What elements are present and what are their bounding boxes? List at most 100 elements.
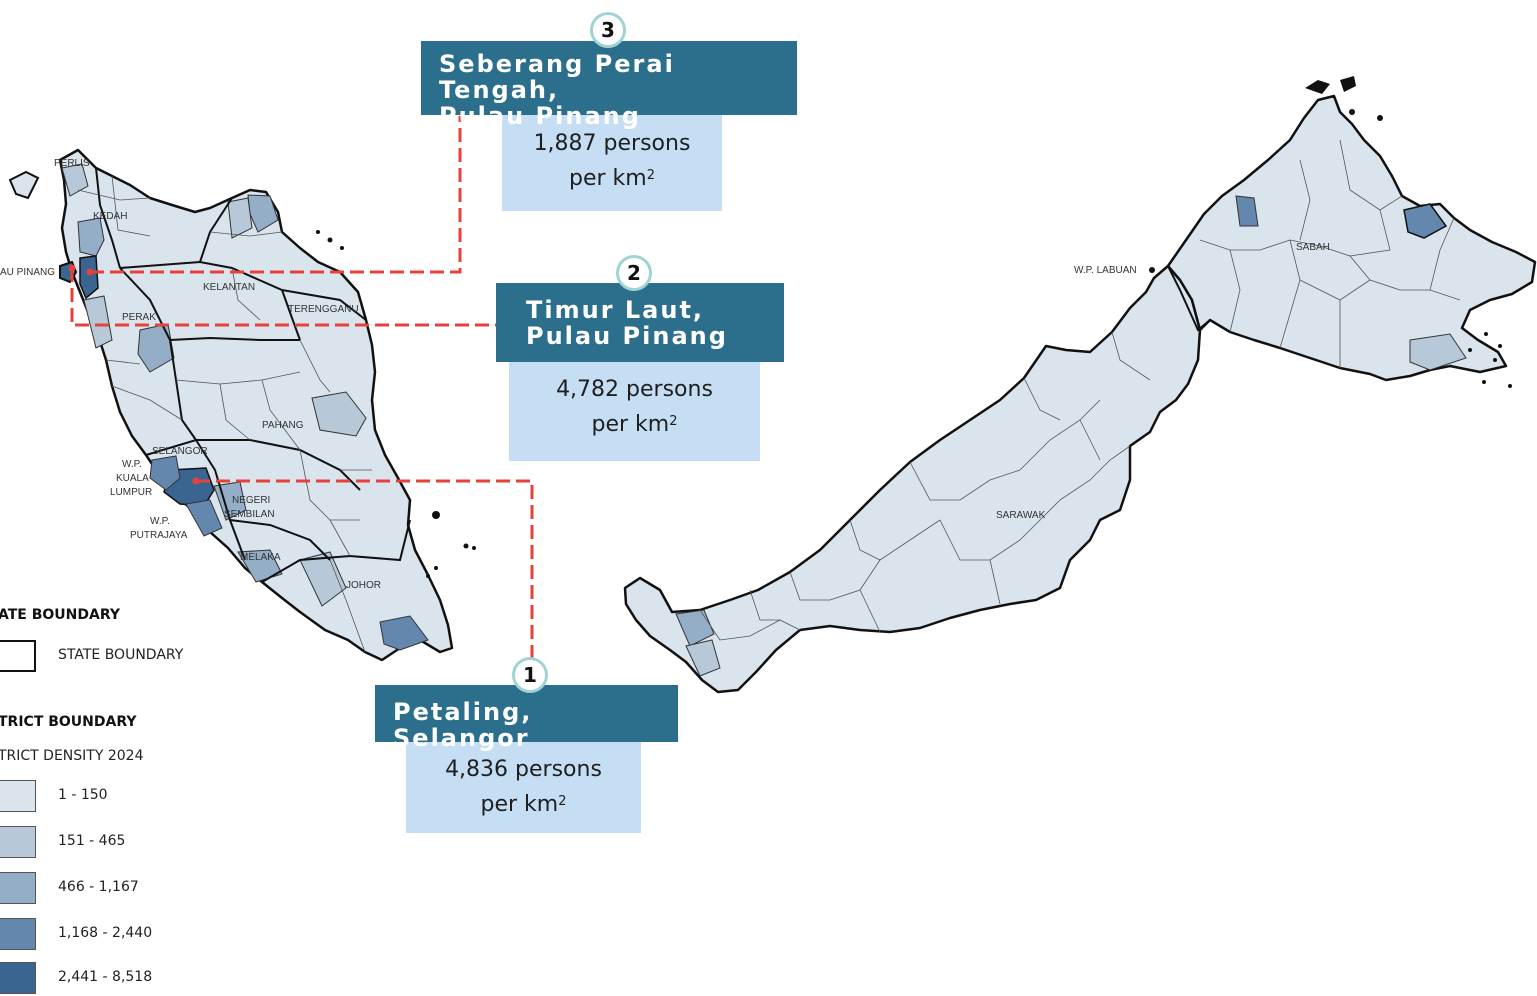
label-perak: PERAK	[122, 312, 156, 323]
label-kl-line2: KUALA	[116, 473, 149, 484]
legend-state-swatch	[0, 640, 36, 672]
label-kl-line3: LUMPUR	[110, 487, 152, 498]
state-boundaries-peninsular	[95, 167, 411, 583]
district-perak-coast	[83, 295, 113, 349]
label-terengganu: TERENGGANU	[288, 304, 359, 315]
label-sarawak: SARAWAK	[996, 510, 1046, 521]
east-coast-islands	[316, 230, 476, 578]
district-melaka	[237, 549, 283, 583]
legend-class-2-swatch	[0, 826, 36, 858]
legend-class-3: 466 - 1,167	[0, 872, 250, 906]
callout-2-title: Timur Laut, Pulau Pinang	[496, 283, 784, 362]
sarawak-landmass	[623, 264, 1202, 694]
callout-3-unit: per km	[569, 166, 647, 191]
legend-class-5: 2,441 - 8,518	[0, 962, 250, 996]
district-perlis	[61, 163, 89, 197]
state-boundary-sabah-sarawak	[1167, 265, 1211, 332]
district-kedah-dark	[77, 217, 105, 257]
district-sandakan	[1403, 203, 1448, 239]
callout-1-unit-sup: 2	[558, 794, 567, 809]
district-johor-bahru	[379, 615, 429, 651]
label-pahang: PAHANG	[262, 420, 304, 431]
legend-class-3-swatch	[0, 872, 36, 904]
anchor-dot-1	[192, 477, 200, 485]
legend-class-4-label: 1,168 - 2,440	[58, 925, 153, 941]
anchor-dot-3	[86, 268, 94, 276]
district-kelantan-2	[227, 197, 253, 239]
legend-class-2: 151 - 465	[0, 826, 250, 860]
callout-2-value: 4,782 persons	[556, 377, 713, 402]
langkawi-island	[8, 170, 40, 200]
callout-1-unit: per km	[480, 792, 559, 817]
district-kota-kinabalu	[1235, 195, 1259, 227]
label-putrajaya-line2: PUTRAJAYA	[130, 530, 188, 541]
label-sabah: SABAH	[1296, 242, 1330, 253]
label-perlis: PERLIS	[54, 158, 90, 169]
callout-2-unit: per km	[591, 412, 670, 437]
legend-state-label: STATE BOUNDARY	[58, 647, 184, 663]
callout-3-unit-line: per km2	[502, 160, 722, 195]
legend-state-item: STATE BOUNDARY	[0, 640, 250, 674]
anchor-dot-2	[68, 264, 76, 272]
leader-line-1	[196, 479, 534, 658]
legend-class-4-swatch	[0, 918, 36, 950]
legend-district-subheading: TRICT DENSITY 2024	[0, 748, 144, 764]
peninsular-landmass	[58, 148, 454, 662]
label-putrajaya-line1: W.P.	[150, 516, 170, 527]
legend-class-1-swatch	[0, 780, 36, 812]
callout-3-title: Seberang Perai Tengah, Pulau Pinang	[421, 41, 797, 129]
district-johor-2	[299, 551, 347, 607]
callout-1-value-box: 4,836 persons per km2	[406, 740, 641, 833]
legend-class-5-swatch	[0, 962, 36, 994]
district-tawau	[1409, 333, 1467, 371]
label-kedah: KEDAH	[93, 211, 127, 222]
legend-district-heading: TRICT BOUNDARY	[0, 714, 137, 730]
legend-class-1: 1 - 150	[0, 780, 250, 814]
legend-class-3-label: 466 - 1,167	[58, 879, 139, 895]
callout-2-value-box: 4,782 persons per km2	[509, 360, 760, 461]
callout-1-unit-line: per km2	[406, 786, 641, 821]
district-kuching-2	[685, 639, 721, 677]
legend-class-1-label: 1 - 150	[58, 787, 108, 803]
callout-2-rank-badge: 2	[616, 255, 652, 291]
label-negeri-line2: SEMBILAN	[224, 509, 275, 520]
label-negeri-line1: NEGERI	[232, 495, 270, 506]
callout-3-unit-sup: 2	[646, 168, 655, 183]
callout-3-value: 1,887 persons	[533, 131, 691, 156]
district-kuantan	[311, 391, 367, 437]
callout-3-value-box: 1,887 persons per km2	[502, 114, 722, 211]
peninsular-labels: PERLIS KEDAH AU PINANG KELANTAN TERENGGA…	[0, 158, 381, 591]
label-melaka: MELAKA	[240, 552, 281, 563]
callout-2-unit-sup: 2	[669, 414, 678, 429]
leader-line-3	[90, 116, 462, 274]
label-kelantan: KELANTAN	[203, 282, 255, 293]
legend-class-4: 1,168 - 2,440	[0, 918, 250, 952]
callout-1-rank-badge: 1	[512, 657, 548, 693]
legend-class-5-label: 2,441 - 8,518	[58, 969, 153, 985]
callout-1-title: Petaling, Selangor	[375, 685, 678, 751]
district-seberang-perai	[79, 255, 99, 300]
east-islands	[1149, 76, 1512, 388]
district-boundaries-peninsular	[77, 175, 372, 653]
peninsular-malaysia: PERLIS KEDAH AU PINANG KELANTAN TERENGGA…	[0, 148, 476, 662]
district-klang-valley	[149, 455, 181, 491]
district-boundaries-east	[699, 139, 1461, 641]
label-labuan: W.P. LABUAN	[1074, 265, 1137, 276]
callout-anchor-dots	[68, 264, 200, 485]
label-kl-line1: W.P.	[122, 459, 142, 470]
label-pulau-pinang: AU PINANG	[0, 267, 55, 278]
callout-leader-lines	[70, 116, 534, 658]
callout-3-rank-badge: 3	[590, 12, 626, 48]
east-labels: W.P. LABUAN SABAH SARAWAK	[996, 242, 1330, 521]
district-kuching	[675, 609, 715, 647]
label-selangor: SELANGOR	[152, 446, 208, 457]
legend-state-heading: ATE BOUNDARY	[0, 607, 121, 623]
legend-class-2-label: 151 - 465	[58, 833, 126, 849]
east-malaysia: W.P. LABUAN SABAH SARAWAK	[623, 76, 1537, 694]
sabah-landmass	[1166, 94, 1537, 382]
district-sepang	[185, 499, 223, 537]
label-johor: JOHOR	[346, 580, 381, 591]
leader-line-2	[70, 268, 498, 327]
callout-1-value: 4,836 persons	[445, 757, 602, 782]
